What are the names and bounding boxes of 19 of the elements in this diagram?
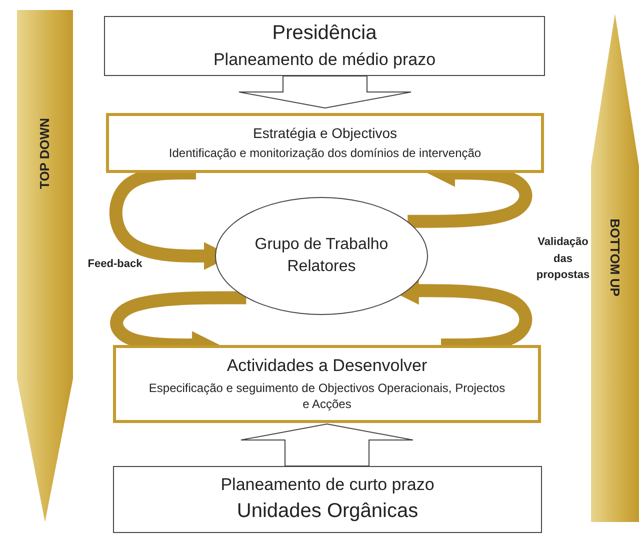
process-box [104,16,545,76]
block-arrow [238,76,412,108]
node-subtitle: Unidades Orgânicas [236,499,418,524]
node-subtitle: Planeamento de médio prazo [213,49,436,72]
process-box [106,113,544,173]
arrow-caption: Feed-back [86,257,144,272]
node-title: Presidência [272,21,377,46]
node-subtitle: Especificação e seguimento de Objectivos Operacionais, Projectos e Acções [148,380,506,413]
process-box [113,345,541,423]
node-subtitle: Identificação e monitorização dos domínios de intervenção [168,145,482,162]
arrow-caption: Validação das propostas [535,235,591,283]
node-title: Estratégia e Objectivos [253,124,397,144]
band-label: BOTTOM UP [608,218,622,297]
node-title: Actividades a Desenvolver [226,355,428,378]
process-box [113,466,542,533]
block-arrow [240,424,414,466]
node-title: Planeamento de curto prazo [220,474,434,496]
band-label: TOP DOWN [38,118,52,189]
node-title: Grupo de Trabalho Relatores [254,235,390,277]
